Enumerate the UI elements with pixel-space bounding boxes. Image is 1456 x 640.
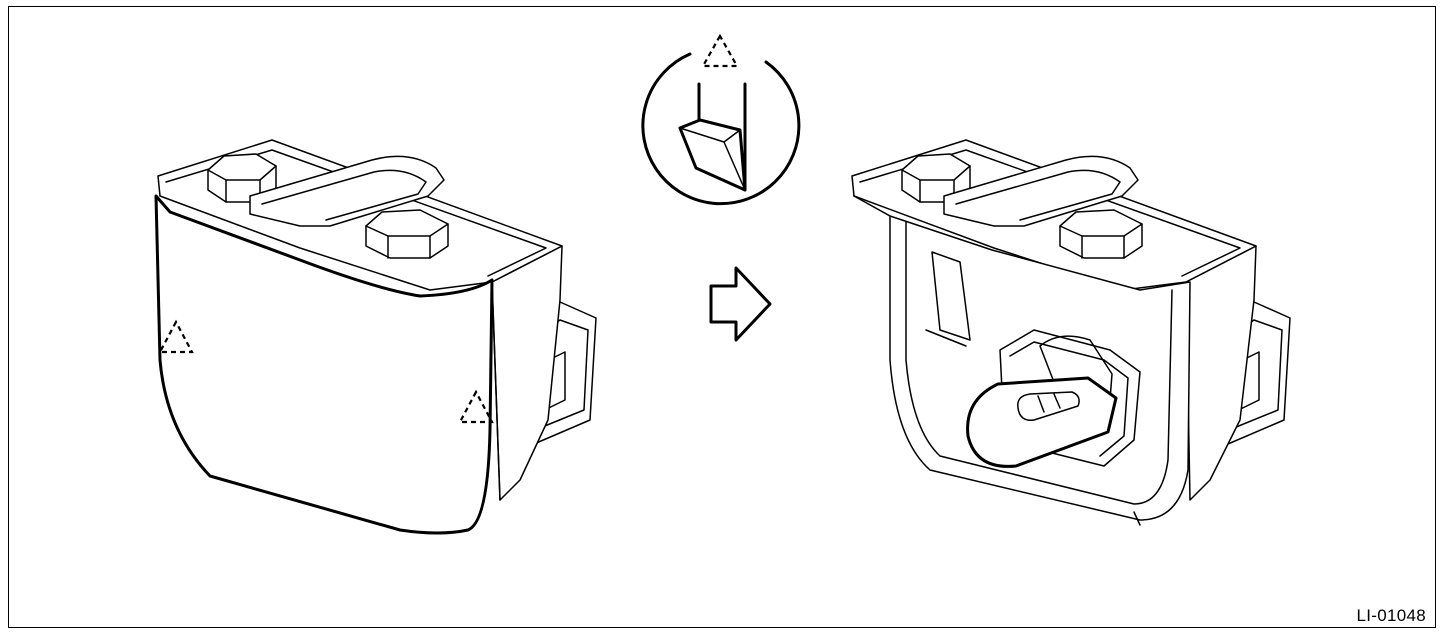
lamp-without-cover bbox=[851, 139, 1291, 526]
clip-lever bbox=[249, 155, 445, 227]
detail-view bbox=[641, 33, 801, 206]
bolt-right bbox=[365, 209, 449, 259]
bulb bbox=[966, 376, 1118, 468]
clip-mark-left bbox=[158, 319, 194, 354]
arrow-right-icon bbox=[709, 266, 772, 342]
bolt-right-right bbox=[1059, 209, 1143, 259]
lamp-with-lens-cover bbox=[154, 139, 597, 535]
bolt-left bbox=[207, 153, 277, 203]
detail-circle bbox=[641, 52, 801, 206]
figure-frame bbox=[8, 6, 1436, 628]
clip-lever-right bbox=[943, 155, 1139, 227]
figure-id-label: LI-01048 bbox=[1356, 606, 1426, 625]
detail-clip-mark bbox=[701, 33, 739, 68]
housing-side bbox=[491, 245, 563, 501]
lens-cover bbox=[154, 194, 494, 535]
clip-mark-right bbox=[458, 389, 494, 424]
